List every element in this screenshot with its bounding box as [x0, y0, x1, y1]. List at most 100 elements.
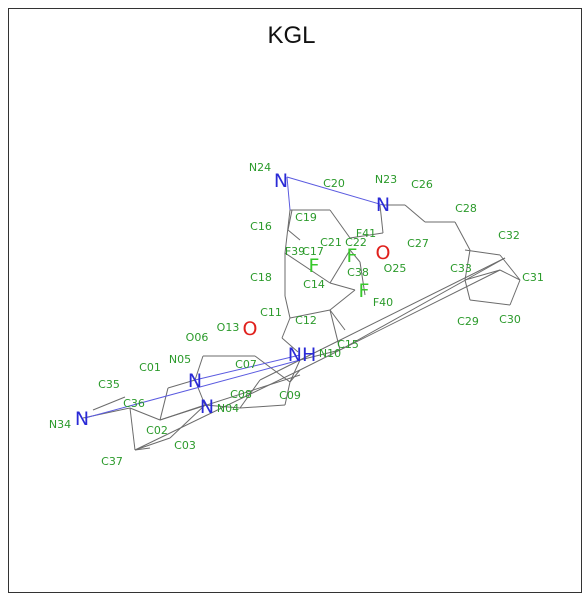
atom-label-c22: C22	[345, 236, 367, 249]
bond-line	[194, 379, 206, 406]
bond-line	[129, 407, 136, 451]
element-symbol-o25: O	[376, 242, 391, 264]
nitrogen-bond-line	[194, 354, 301, 381]
element-symbol-f39: F	[309, 255, 320, 277]
element-symbol-o13: O	[243, 318, 258, 340]
bond-line	[329, 209, 351, 239]
nitrogen-bond-line	[286, 176, 384, 206]
atom-label-c16: C16	[250, 220, 272, 233]
atom-label-n23: N23	[375, 173, 397, 186]
bond-line	[159, 374, 301, 421]
bond-line	[289, 359, 301, 383]
atom-label-f41: F41	[356, 227, 376, 240]
bond-line	[134, 437, 171, 451]
atom-label-n34: N34	[49, 418, 71, 431]
atom-label-c32: C32	[498, 229, 520, 242]
bond-line	[204, 404, 241, 409]
atom-label-o13: O13	[217, 321, 240, 334]
bond-line	[329, 282, 356, 291]
bond-line	[289, 309, 331, 319]
bond-line	[379, 204, 384, 234]
nitrogen-bond-line	[286, 176, 291, 211]
element-symbol-n24: N	[274, 170, 288, 192]
bond-line	[454, 221, 471, 251]
nitrogen-bond-line	[84, 359, 301, 419]
atom-label-c20: C20	[323, 177, 345, 190]
bond-line	[329, 309, 346, 331]
bond-line	[194, 355, 204, 381]
bond-line	[349, 232, 384, 239]
bond-line	[464, 249, 471, 281]
atom-label-c29: C29	[457, 315, 479, 328]
atom-label-c21: C21	[320, 236, 342, 249]
element-symbol-n23: N	[376, 194, 390, 216]
atom-label-c14: C14	[303, 278, 325, 291]
bond-line	[509, 279, 521, 306]
bond-line	[404, 204, 426, 223]
atom-label-c02: C02	[146, 424, 168, 437]
atom-label-f40: F40	[373, 296, 393, 309]
element-symbol-n04: N	[200, 396, 214, 418]
bond-line	[287, 229, 301, 241]
bond-line	[464, 249, 501, 256]
bond-line	[281, 317, 291, 339]
atom-label-c07: C07	[235, 358, 257, 371]
atom-label-o06: O06	[186, 331, 209, 344]
atom-label-c09: C09	[279, 389, 301, 402]
bond-line	[287, 209, 293, 231]
atom-label-f39: F39	[285, 245, 305, 258]
bond-line	[92, 396, 126, 411]
bond-line	[329, 309, 341, 351]
bond-line	[159, 387, 169, 421]
bond-line	[284, 295, 291, 319]
atom-label-n24: N24	[249, 161, 271, 174]
atom-label-c01: C01	[139, 361, 161, 374]
bond-line	[239, 404, 286, 409]
bond-line	[289, 369, 301, 383]
bond-line	[254, 355, 291, 383]
bond-line	[299, 349, 341, 361]
atom-label-c37: C37	[101, 455, 123, 468]
atom-label-c08: C08	[230, 388, 252, 401]
bond-line	[129, 407, 161, 421]
atom-label-c11: C11	[260, 306, 282, 319]
atom-label-n04: N04	[217, 402, 239, 415]
atom-label-n05: N05	[169, 353, 191, 366]
bond-line	[469, 299, 511, 306]
atom-label-c27: C27	[407, 237, 429, 250]
atom-label-n10: N10	[319, 347, 341, 360]
molecule-title: KGL	[267, 22, 316, 49]
element-symbol-nh: NH	[288, 344, 317, 366]
bond-line	[284, 381, 291, 406]
atom-label-c36: C36	[123, 397, 145, 410]
bond-line	[339, 257, 506, 351]
element-symbol-n05: N	[188, 370, 202, 392]
atom-label-c38: C38	[347, 266, 369, 279]
atom-label-c03: C03	[174, 439, 196, 452]
atom-label-c15: C15	[337, 338, 359, 351]
atom-label-c12: C12	[295, 314, 317, 327]
bond-line	[464, 279, 471, 301]
bond-line	[464, 269, 501, 281]
bond-line	[329, 289, 356, 311]
atom-label-c28: C28	[455, 202, 477, 215]
atom-label-o25: O25	[384, 262, 407, 275]
atom-label-c33: C33	[450, 262, 472, 275]
bond-line	[259, 359, 301, 381]
bond-line	[299, 257, 506, 361]
atom-label-c18: C18	[250, 271, 272, 284]
bond-line	[329, 249, 351, 284]
element-symbol-n34: N	[75, 408, 89, 430]
bond-line	[169, 404, 206, 439]
bond-line	[359, 261, 366, 296]
bond-line	[349, 249, 361, 263]
bond-line	[284, 252, 331, 284]
element-symbol-f41: F	[347, 245, 358, 267]
atom-label-c30: C30	[499, 313, 521, 326]
bond-line	[499, 269, 521, 281]
atom-label-c26: C26	[411, 178, 433, 191]
diagram-frame	[8, 8, 582, 593]
atom-label-c19: C19	[295, 211, 317, 224]
atom-label-c35: C35	[98, 378, 120, 391]
